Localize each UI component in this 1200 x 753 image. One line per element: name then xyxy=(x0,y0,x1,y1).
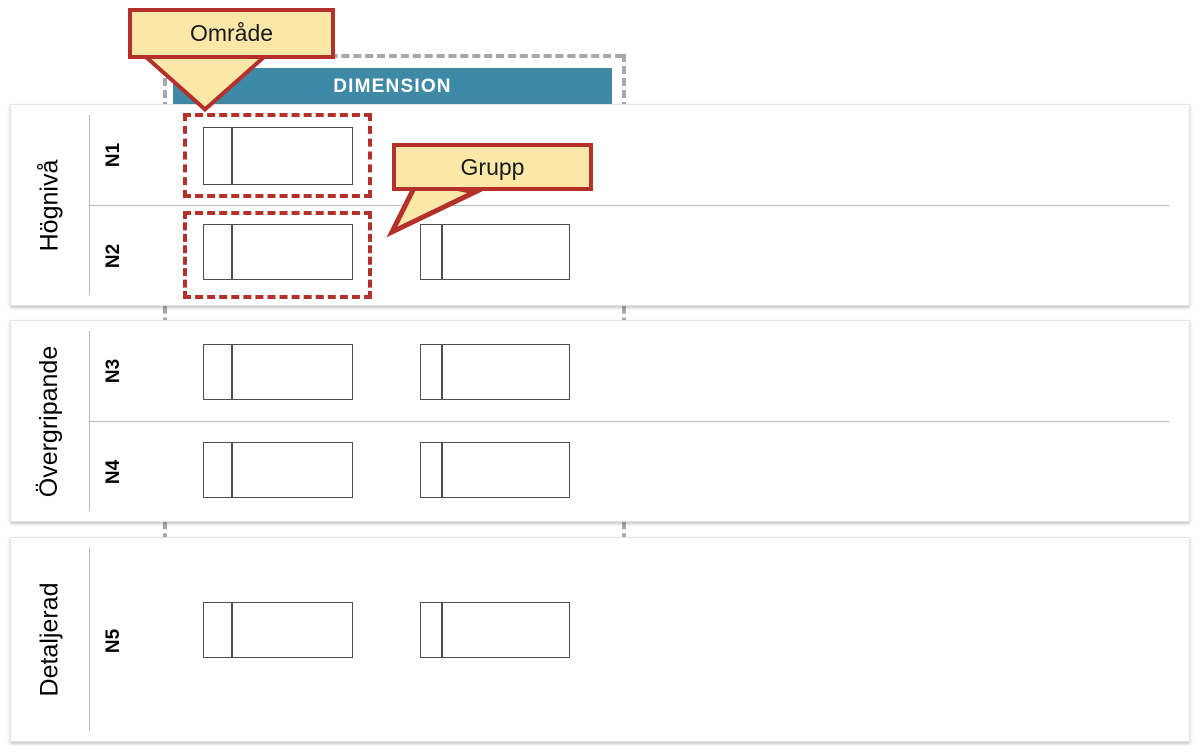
group-box-divider xyxy=(231,225,233,279)
group-box-n4-c2[interactable] xyxy=(420,442,570,498)
highlight-area-n1 xyxy=(183,113,372,198)
section-panel-overgripande: Övergripande N3 N4 xyxy=(10,320,1190,522)
group-box-n4-c1[interactable] xyxy=(203,442,353,498)
callout-grupp-label: Grupp xyxy=(460,153,525,180)
level-label-n4: N4 xyxy=(102,459,124,484)
dimension-guide-top xyxy=(163,54,623,58)
group-box-n2-c1[interactable] xyxy=(203,224,353,280)
group-box-n5-c2[interactable] xyxy=(420,602,570,658)
callout-omrade[interactable]: Område xyxy=(128,8,335,59)
level-label-n3: N3 xyxy=(102,358,124,384)
level-label-n2: N2 xyxy=(102,243,124,268)
level-label-n5: N5 xyxy=(102,628,124,653)
group-box-divider xyxy=(441,443,443,497)
group-box-n5-c1[interactable] xyxy=(203,602,353,658)
group-box-n3-c2[interactable] xyxy=(420,344,570,400)
group-box-divider xyxy=(441,603,443,657)
group-box-divider xyxy=(231,345,233,399)
dimension-header-label: DIMENSION xyxy=(333,76,452,97)
group-box-divider xyxy=(441,345,443,399)
callout-grupp[interactable]: Grupp xyxy=(392,143,593,191)
group-box-n2-c2[interactable] xyxy=(420,224,570,280)
group-box-n1-c1[interactable] xyxy=(203,127,353,185)
dimension-header: DIMENSION xyxy=(173,68,612,106)
level-divider-n1-n2 xyxy=(89,205,1169,206)
group-box-n3-c1[interactable] xyxy=(203,344,353,400)
group-box-divider xyxy=(231,603,233,657)
section-divider-detaljerad xyxy=(89,548,90,731)
section-panel-detaljerad: Detaljerad N5 xyxy=(10,537,1190,742)
section-label-hogniva: Högnivå xyxy=(35,159,64,251)
group-box-divider xyxy=(231,443,233,497)
callout-omrade-label: Område xyxy=(189,20,274,46)
section-label-overgripande: Övergripande xyxy=(35,345,64,497)
highlight-area-n2 xyxy=(183,211,372,299)
group-box-divider xyxy=(231,128,233,184)
group-box-divider xyxy=(441,225,443,279)
section-label-detaljerad: Detaljerad xyxy=(35,582,64,697)
level-divider-n3-n4 xyxy=(89,421,1169,422)
